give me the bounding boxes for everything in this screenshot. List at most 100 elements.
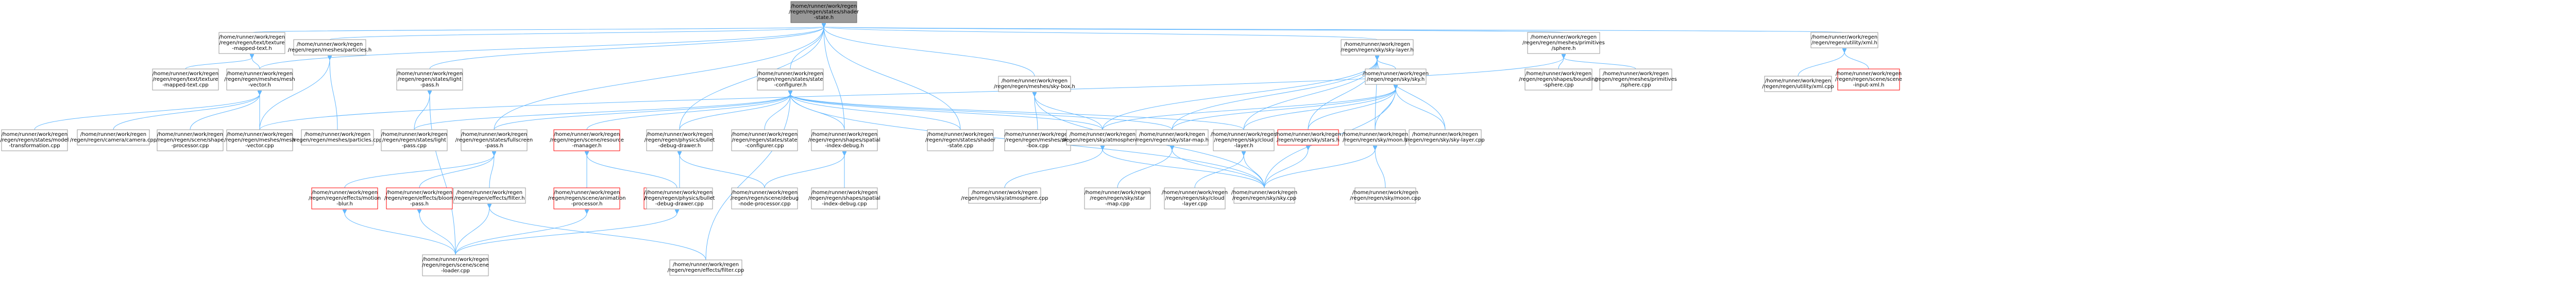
graph-node-n-skybox-h[interactable]: /home/runner/work/regen/regen/regen/mesh… [994, 76, 1075, 92]
graph-node-root[interactable]: /home/runner/work/regen/regen/regen/stat… [789, 1, 859, 23]
graph-node-n-shapeproc[interactable]: /home/runner/work/regen/regen/regen/scen… [157, 129, 224, 151]
dependency-edge [587, 155, 677, 188]
graph-node-n-spatialdbg-h[interactable]: /home/runner/work/regen/regen/regen/shap… [808, 129, 880, 151]
graph-node-n-skybox-cpp[interactable]: /home/runner/work/regen/regen/regen/mesh… [1004, 129, 1071, 151]
node-box [461, 129, 528, 151]
node-label-line: /home/runner/work/regen [647, 190, 713, 196]
graph-node-n-filter-h[interactable]: /home/runner/work/regen/regen/regen/effe… [453, 187, 526, 204]
graph-node-n-moon-cpp[interactable]: /home/runner/work/regen/regen/regen/sky/… [1350, 187, 1421, 204]
node-label-line: /regen/regen/scene/scene [1835, 77, 1902, 82]
graph-node-n-stateconf-cpp[interactable]: /home/runner/work/regen/regen/regen/stat… [731, 129, 798, 151]
graph-node-n-skylayer-h[interactable]: /home/runner/work/regen/regen/regen/sky/… [1341, 39, 1414, 56]
node-label-line: /regen/regen/scene/animation [548, 196, 626, 201]
node-box [1344, 129, 1406, 146]
node-label-line: /sphere.cpp [1621, 82, 1651, 88]
graph-node-n-sky-h[interactable]: /home/runner/work/regen/regen/regen/sky/… [1363, 68, 1429, 85]
graph-node-n-inputxml[interactable]: /home/runner/work/regen/regen/regen/scen… [1835, 68, 1902, 91]
node-label-line: /home/runner/work/regen [297, 42, 363, 47]
graph-node-n-meshvec-h[interactable]: /home/runner/work/regen/regen/regen/mesh… [224, 68, 295, 91]
graph-node-n-shapesbound[interactable]: /home/runner/work/regen/regen/regen/shap… [1519, 68, 1598, 91]
node-box [1341, 39, 1414, 56]
graph-node-n-camera-cpp[interactable]: /home/runner/work/regen/regen/regen/came… [70, 129, 157, 146]
node-label-line: -index-debug.cpp [822, 201, 867, 207]
node-label-line: /home/runner/work/regen [1836, 71, 1902, 77]
node-box [218, 32, 285, 54]
node-label-line: /regen/regen/sky/cloud [1214, 137, 1274, 143]
dependency-edge [1377, 59, 1396, 69]
graph-node-n-shaderstate-cpp[interactable]: /home/runner/work/regen/regen/regen/stat… [925, 129, 996, 151]
graph-node-n-lightpass-cpp[interactable]: /home/runner/work/regen/regen/regen/stat… [381, 129, 448, 151]
graph-node-n-bulletdbg-h[interactable]: /home/runner/work/regen/regen/regen/phys… [645, 129, 715, 151]
dependency-edge [1844, 52, 1869, 69]
graph-node-n-textmesh-cpp[interactable]: /home/runner/work/regen/regen/regen/text… [152, 68, 219, 91]
node-label-line: /regen/regen/utility/xml.h [1811, 40, 1877, 46]
node-box [1, 129, 68, 151]
node-label-line: /regen/regen/text/texture [219, 40, 284, 46]
node-label-line: /sphere.h [1552, 46, 1576, 51]
node-box [1599, 68, 1672, 91]
graph-node-n-atmos-cpp[interactable]: /home/runner/work/regen/regen/regen/sky/… [961, 187, 1048, 204]
dependency-edge [1264, 149, 1308, 188]
graph-node-n-fullscreen-h[interactable]: /home/runner/work/regen/regen/regen/stat… [455, 129, 533, 151]
dependency-edge [34, 94, 260, 130]
graph-node-n-sky-cpp[interactable]: /home/runner/work/regen/regen/regen/sky/… [1231, 187, 1297, 204]
graph-node-n-stars-h[interactable]: /home/runner/work/regen/regen/regen/sky/… [1275, 129, 1341, 146]
graph-node-n-starmap-cpp[interactable]: /home/runner/work/regen/regen/regen/sky/… [1084, 187, 1151, 209]
node-box [386, 187, 453, 209]
node-label-line: /home/runner/work/regen [397, 71, 463, 77]
node-label-line: -input-xml.h [1853, 82, 1885, 88]
node-label-line: /home/runner/work/regen [554, 132, 620, 137]
dependency-edge [489, 155, 494, 188]
graph-node-n-cloud-cpp[interactable]: /home/runner/work/regen/regen/regen/sky/… [1162, 187, 1228, 209]
graph-node-n-resmgr-h[interactable]: /home/runner/work/regen/regen/regen/scen… [550, 129, 624, 151]
node-label-line: /home/runner/work/regen [304, 132, 370, 137]
node-label-line: /regen/regen/meshes/particles.cpp [293, 137, 382, 143]
graph-node-n-modeltrans[interactable]: /home/runner/work/regen/regen/regen/stat… [1, 129, 69, 151]
graph-node-n-cloud-h[interactable]: /home/runner/work/regen/regen/regen/sky/… [1211, 129, 1277, 151]
graph-node-n-particles-cpp[interactable]: /home/runner/work/regen/regen/regen/mesh… [293, 129, 382, 146]
graph-node-n-nodeproc[interactable]: /home/runner/work/regen/regen/regen/scen… [731, 187, 799, 209]
dependency-edge [1243, 89, 1396, 130]
graph-node-n-starmap-h[interactable]: /home/runner/work/regen/regen/regen/sky/… [1136, 129, 1209, 146]
graph-node-n-filter-cpp[interactable]: /home/runner/work/regen/regen/regen/effe… [668, 259, 744, 276]
node-label-line: /home/runner/work/regen [1526, 71, 1591, 77]
node-label-line: -state.cpp [947, 143, 973, 149]
node-label-line: /regen/regen/meshes/sky-box.h [994, 84, 1075, 90]
node-label-line: /home/runner/work/regen [673, 262, 739, 268]
node-box [1066, 129, 1139, 146]
graph-node-n-spatialdbg-cpp[interactable]: /home/runner/work/regen/regen/regen/shap… [808, 187, 880, 209]
graph-node-n-bloom-h[interactable]: /home/runner/work/regen/regen/regen/effe… [384, 187, 454, 209]
node-label-line: /regen/regen/effects/motion [309, 196, 381, 201]
graph-node-n-textmesh-h[interactable]: /home/runner/work/regen/regen/regen/text… [218, 32, 285, 54]
dependency-edge [1172, 149, 1265, 188]
node-label-line: /home/runner/work/regen [972, 190, 1038, 196]
graph-node-n-atmos-h[interactable]: /home/runner/work/regen/regen/regen/sky/… [1062, 129, 1143, 146]
node-box [553, 129, 620, 151]
graph-node-n-animproc-h[interactable]: /home/runner/work/regen/regen/regen/scen… [548, 187, 626, 209]
node-label-line: /regen/regen/sky/moon.h [1343, 137, 1408, 143]
node-label-line: /home/runner/work/regen [152, 71, 218, 77]
graph-node-n-primsphere-cpp[interactable]: /home/runner/work/regen/regen/regen/mesh… [1595, 68, 1677, 91]
graph-node-n-bulletdbg-cpp[interactable]: /home/runner/work/regen/regen/regen/phys… [645, 187, 715, 209]
graph-node-n-meshvec-cpp[interactable]: /home/runner/work/regen/regen/regen/mesh… [224, 129, 295, 151]
graph-node-n-primsphere-h[interactable]: /home/runner/work/regen/regen/regen/mesh… [1522, 32, 1605, 54]
node-box [1524, 68, 1592, 91]
graph-node-n-skylayer-cpp[interactable]: /home/runner/work/regen/regen/regen/sky/… [1405, 129, 1485, 146]
graph-node-n-particles-h[interactable]: /home/runner/work/regen/regen/regen/mesh… [288, 39, 372, 56]
graph-node-n-stateconf-h[interactable]: /home/runner/work/regen/regen/regen/stat… [757, 68, 824, 91]
dependency-edge [824, 27, 1845, 33]
node-label-line: /regen/regen/sky/sky-layer.cpp [1405, 137, 1484, 143]
node-label-line: /home/runner/work/regen [422, 257, 488, 262]
graph-node-n-sceneloader[interactable]: /home/runner/work/regen/regen/regen/scen… [422, 254, 489, 276]
node-label-line: /home/runner/work/regen [811, 132, 877, 137]
dependency-edge [1396, 89, 1446, 130]
node-box [293, 39, 366, 56]
node-label-line: -sphere.cpp [1543, 82, 1573, 88]
graph-node-n-xml-cpp[interactable]: /home/runner/work/regen/regen/regen/util… [1762, 76, 1834, 92]
graph-node-n-motionblur-h[interactable]: /home/runner/work/regen/regen/regen/effe… [309, 187, 381, 209]
graph-node-n-xml-h[interactable]: /home/runner/work/regen/regen/regen/util… [1810, 32, 1878, 48]
dependency-edge [1264, 149, 1375, 188]
graph-node-n-lightpass-h[interactable]: /home/runner/work/regen/regen/regen/stat… [396, 68, 463, 91]
node-label-line: /home/runner/work/regen [1162, 190, 1228, 196]
graph-node-n-moon-h[interactable]: /home/runner/work/regen/regen/regen/sky/… [1342, 129, 1408, 146]
